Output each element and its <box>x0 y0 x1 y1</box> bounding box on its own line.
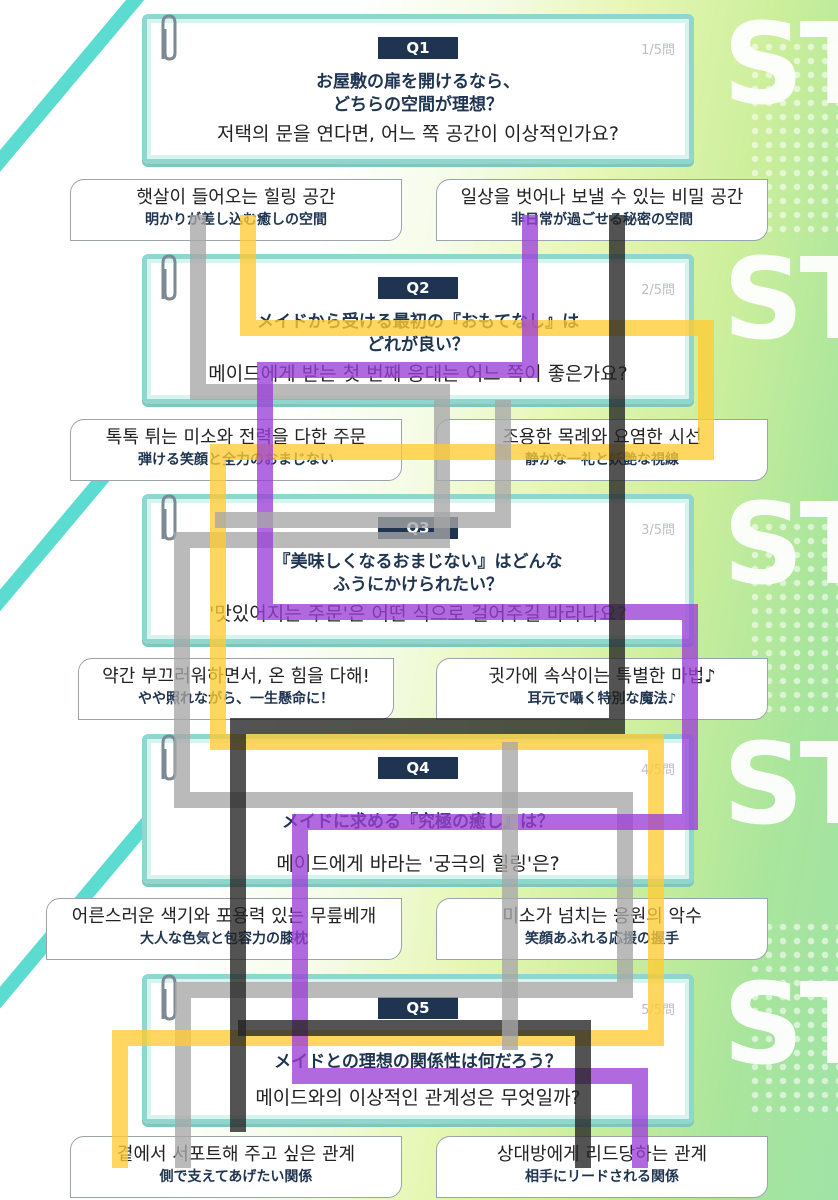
answer-option-q1-b[interactable]: 일상을 벗어나 보낼 수 있는 비밀 공간 非日常が過ごせる秘密の空間 <box>436 179 768 241</box>
answer-text-kr: 약간 부끄러워하면서, 온 힘을 다해! <box>102 666 370 687</box>
question-text-jp: 『美味しくなるおまじない』はどんなふうにかけられたい？ <box>273 552 563 595</box>
answer-text-kr: 귓가에 속삭이는 특별한 마법♪ <box>488 666 716 687</box>
question-number: Q1 <box>378 37 458 59</box>
answer-option-q1-a[interactable]: 햇살이 들어오는 힐링 공간 明かりが差し込む癒しの空間 <box>70 179 402 241</box>
answer-text-jp: 弾ける笑顔と全力のおまじない <box>138 452 334 468</box>
answer-option-q5-a[interactable]: 곁에서 서포트해 주고 싶은 관계 側で支えてあげたい関係 <box>70 1136 402 1198</box>
paperclip-icon <box>161 494 177 541</box>
answer-option-q4-a[interactable]: 어른스러운 색기와 포용력 있는 무릎베개 大人な色気と包容力の膝枕 <box>46 898 402 960</box>
answer-text-kr: 어른스러운 색기와 포용력 있는 무릎베개 <box>71 906 377 927</box>
answer-option-q2-a[interactable]: 톡톡 튀는 미소와 전력을 다한 주문 弾ける笑顔と全力のおまじない <box>70 419 402 481</box>
answer-text-kr: 일상을 벗어나 보낼 수 있는 비밀 공간 <box>460 187 744 208</box>
answer-text-jp: 側で支えてあげたい関係 <box>159 1169 313 1185</box>
question-card-q5: Q5 5/5問 メイドとの理想の関係性は何だろう？ 메이드와의 이상적인 관계성… <box>142 974 694 1124</box>
question-progress: 2/5問 <box>641 283 675 298</box>
answer-text-jp: 相手にリードされる関係 <box>525 1169 679 1185</box>
question-number: Q2 <box>378 277 458 299</box>
question-text-kr: '맛있어지는 주문'은 어떤 식으로 걸어주길 바라나요? <box>209 603 627 625</box>
answer-text-kr: 곁에서 서포트해 주고 싶은 관계 <box>116 1144 356 1165</box>
question-card-q1: Q1 1/5問 お屋敷の扉を開けるなら、どちらの空間が理想？ 저택의 문을 연다… <box>142 14 694 164</box>
answer-text-jp: 大人な色気と包容力の膝枕 <box>140 931 308 947</box>
answer-option-q3-b[interactable]: 귓가에 속삭이는 특별한 마법♪ 耳元で囁く特別な魔法♪ <box>436 658 768 720</box>
answer-text-jp: 静かな一礼と妖艶な視線 <box>525 452 679 468</box>
question-card-q4: Q4 4/5問 メイドに求める『究極の癒し』は？ 메이드에게 바라는 '궁극의 … <box>142 734 694 884</box>
question-text-jp: メイドに求める『究極の癒し』は？ <box>282 812 554 832</box>
paperclip-icon <box>161 14 177 61</box>
question-card-q2: Q2 2/5問 メイドから受ける最初の『おもてなし』はどれが良い？ 메이드에게 … <box>142 254 694 404</box>
question-number: Q4 <box>378 757 458 779</box>
question-progress: 4/5問 <box>641 763 675 778</box>
answer-text-kr: 조용한 목례와 요염한 시선 <box>502 427 702 448</box>
question-text-kr: 메이드와의 이상적인 관계성은 무엇일까? <box>255 1087 581 1109</box>
answer-option-q4-b[interactable]: 미소가 넘치는 응원의 악수 笑顔あふれる応援の握手 <box>436 898 768 960</box>
answer-text-jp: やや照れながら、一生懸命に！ <box>138 691 334 707</box>
question-progress: 3/5問 <box>641 523 675 538</box>
paperclip-icon <box>161 254 177 301</box>
answer-text-kr: 미소가 넘치는 응원의 악수 <box>502 906 702 927</box>
question-progress: 5/5問 <box>641 1003 675 1018</box>
answer-text-kr: 톡톡 튀는 미소와 전력을 다한 주문 <box>105 427 367 448</box>
question-progress: 1/5問 <box>641 43 675 58</box>
side-decor-letters: ST <box>722 480 838 610</box>
question-text-kr: 메이드에게 받는 첫 번째 응대는 어느 쪽이 좋은가요? <box>208 363 628 385</box>
question-number: Q3 <box>378 517 458 539</box>
answer-text-jp: 耳元で囁く特別な魔法♪ <box>527 691 677 707</box>
answer-option-q2-b[interactable]: 조용한 목례와 요염한 시선 静かな一礼と妖艶な視線 <box>436 419 768 481</box>
answer-text-jp: 明かりが差し込む癒しの空間 <box>145 212 327 228</box>
answer-text-jp: 笑顔あふれる応援の握手 <box>525 931 679 947</box>
side-decor-letters: ST <box>722 235 838 365</box>
question-text-jp: メイドから受ける最初の『おもてなし』はどれが良い？ <box>256 312 580 355</box>
answer-text-kr: 햇살이 들어오는 힐링 공간 <box>136 187 336 208</box>
answer-option-q3-a[interactable]: 약간 부끄러워하면서, 온 힘을 다해! やや照れながら、一生懸命に！ <box>78 658 394 720</box>
question-text-jp: メイドとの理想の関係性は何だろう？ <box>274 1052 562 1072</box>
question-number: Q5 <box>378 997 458 1019</box>
side-decor-letters: ST <box>722 960 838 1090</box>
question-text-kr: 저택의 문을 연다면, 어느 쪽 공간이 이상적인가요? <box>217 123 619 145</box>
question-text-kr: 메이드에게 바라는 '궁극의 힐링'은? <box>276 853 560 875</box>
paperclip-icon <box>161 734 177 781</box>
paperclip-icon <box>161 974 177 1021</box>
side-decor-letters: ST <box>722 720 838 850</box>
side-decor-letters: ST <box>722 0 838 130</box>
answer-text-kr: 상대방에게 리드당하는 관계 <box>496 1144 708 1165</box>
answer-option-q5-b[interactable]: 상대방에게 리드당하는 관계 相手にリードされる関係 <box>436 1136 768 1198</box>
question-text-jp: お屋敷の扉を開けるなら、どちらの空間が理想？ <box>316 72 520 115</box>
answer-text-jp: 非日常が過ごせる秘密の空間 <box>511 212 693 228</box>
question-card-q3: Q3 3/5問 『美味しくなるおまじない』はどんなふうにかけられたい？ '맛있어… <box>142 494 694 644</box>
